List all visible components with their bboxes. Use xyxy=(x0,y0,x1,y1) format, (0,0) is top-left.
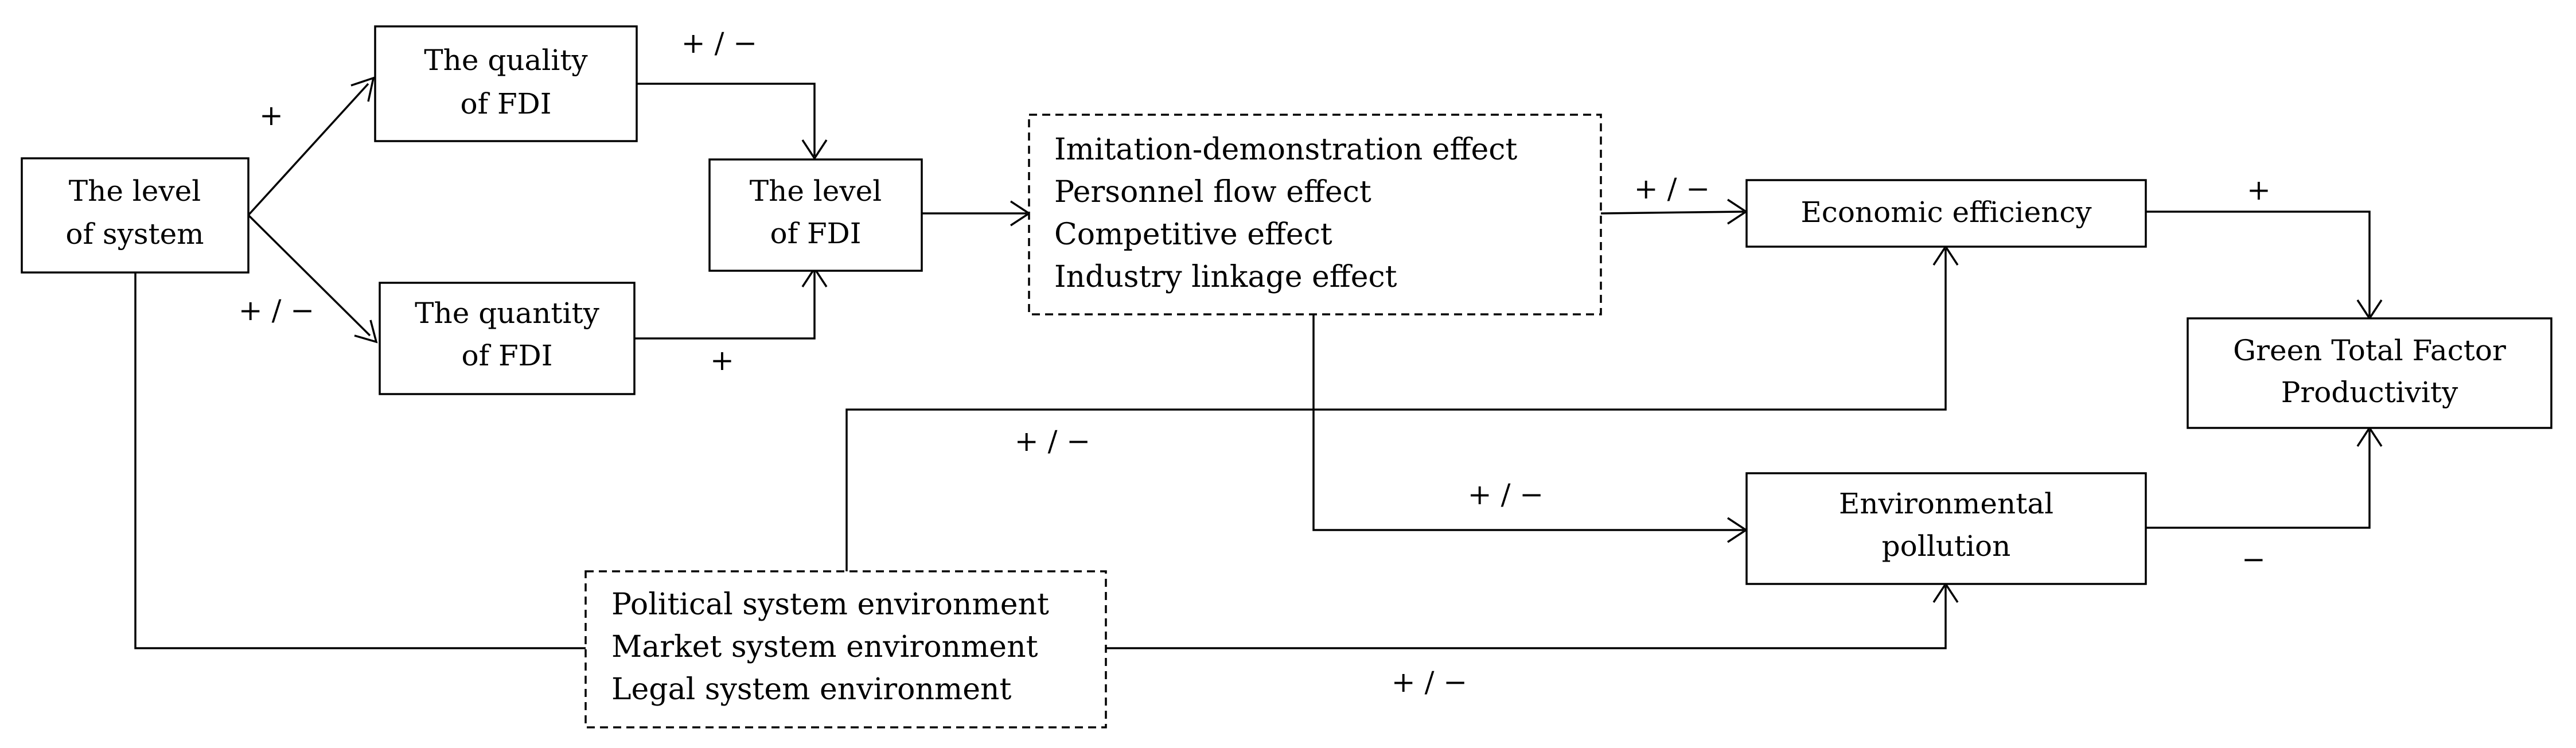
line-system-to-environment xyxy=(134,272,586,649)
node-system-level-line-1: The level xyxy=(69,174,201,208)
node-fdi-quantity-line-2: of FDI xyxy=(461,339,552,372)
node-gtfp-line-1: Green Total Factor xyxy=(2233,334,2506,367)
sign-system-to-quality: + xyxy=(259,99,283,132)
arrow-effects-to-economic xyxy=(1600,211,1744,215)
sign-quality-to-level: + / − xyxy=(681,26,757,60)
arrow-pollution-to-gtfp xyxy=(2146,430,2371,529)
node-environmental-pollution-line-1: Environmental xyxy=(1839,487,2053,520)
environment-legal: Legal system environment xyxy=(611,672,1012,707)
node-economic-efficiency: Economic efficiency xyxy=(1745,179,2147,248)
effect-imitation-demonstration: Imitation-demonstration effect xyxy=(1054,133,1517,167)
effect-personnel-flow: Personnel flow effect xyxy=(1054,175,1371,209)
arrowhead-system-to-quantity xyxy=(354,320,378,344)
effect-competitive: Competitive effect xyxy=(1054,217,1332,252)
arrowhead-system-to-quality xyxy=(350,76,375,102)
connectors xyxy=(134,76,2383,649)
arrow-quality-to-fdi-level xyxy=(637,83,816,156)
node-system-level-line-2: of system xyxy=(65,217,204,251)
node-fdi-quantity-line-1: The quantity xyxy=(415,297,599,330)
environment-political: Political system environment xyxy=(611,587,1049,622)
node-environmental-pollution: Environmental pollution xyxy=(1745,472,2147,585)
arrow-environment-to-pollution xyxy=(1106,586,1947,649)
node-gtfp: Green Total Factor Productivity xyxy=(2187,317,2552,429)
node-fdi-quantity: The quantity of FDI xyxy=(379,282,636,395)
node-fdi-quality-line-1: The quality xyxy=(424,44,588,77)
node-fdi-quality: The quality of FDI xyxy=(374,25,638,142)
node-system-level: The level of system xyxy=(21,157,250,274)
sign-effects-to-pollution: + / − xyxy=(1468,478,1544,511)
node-fdi-level: The level of FDI xyxy=(708,158,923,272)
sign-effects-to-economic: + / − xyxy=(1634,172,1710,205)
node-gtfp-line-2: Productivity xyxy=(2281,376,2458,409)
sign-labels: + + / − + / − + + / − + / − + / − + / − … xyxy=(239,26,2271,699)
node-environmental-pollution-line-2: pollution xyxy=(1882,529,2011,563)
arrow-environment-to-economic xyxy=(845,249,1947,571)
node-system-environment: Political system environment Market syst… xyxy=(584,570,1107,728)
sign-quantity-to-level: + xyxy=(710,344,734,377)
arrow-system-to-quality xyxy=(247,83,369,216)
sign-environment-to-pollution: + / − xyxy=(1392,665,1467,699)
arrow-system-to-quantity xyxy=(247,214,371,337)
sign-system-to-quantity: + / − xyxy=(239,294,314,327)
node-economic-efficiency-label: Economic efficiency xyxy=(1801,196,2092,229)
sign-environment-to-economic: + / − xyxy=(1015,424,1090,458)
arrow-effects-to-pollution xyxy=(1312,314,1744,531)
node-fdi-quality-line-2: of FDI xyxy=(460,87,551,120)
node-fdi-level-line-1: The level xyxy=(750,174,882,208)
arrow-quantity-to-fdi-level xyxy=(634,271,816,340)
node-fdi-level-line-2: of FDI xyxy=(770,217,861,250)
arrow-economic-to-gtfp xyxy=(2146,211,2371,316)
environment-market: Market system environment xyxy=(611,630,1038,664)
arrowhead-quality-to-fdi-level xyxy=(801,139,828,161)
sign-pollution-to-gtfp: − xyxy=(2242,543,2266,576)
node-effects: Imitation-demonstration effect Personnel… xyxy=(1028,114,1602,315)
effect-industry-linkage: Industry linkage effect xyxy=(1054,260,1397,294)
sign-economic-to-gtfp: + xyxy=(2247,173,2271,207)
